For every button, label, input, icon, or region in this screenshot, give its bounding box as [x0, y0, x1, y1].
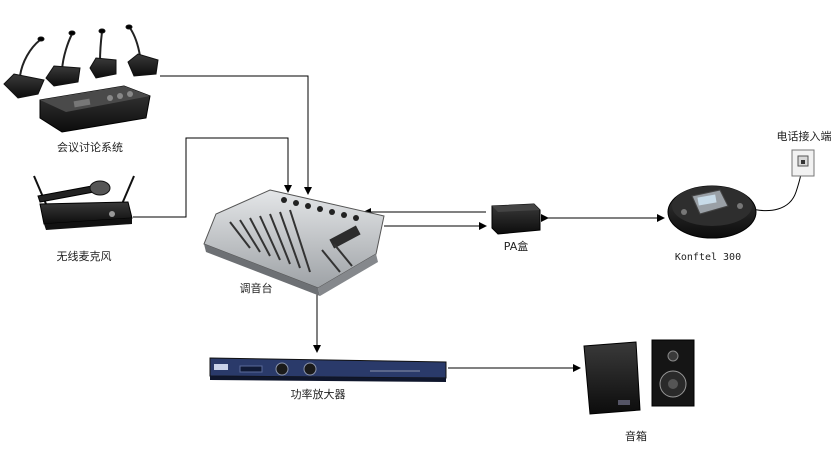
wireless-mic-icon: [33, 175, 135, 230]
amplifier-label: 功率放大器: [291, 387, 346, 401]
conference-system-icon: [3, 24, 159, 133]
conference-system-label: 会议讨论系统: [57, 140, 123, 154]
phone-jack-icon: [791, 149, 815, 177]
wire-mic-to-mixer: [133, 137, 292, 218]
speakers-label: 音箱: [625, 429, 647, 443]
amplifier-icon: [209, 357, 447, 382]
pa-box-label: PA盒: [504, 239, 528, 253]
connection-lines: [133, 75, 803, 372]
konftel-phone-icon: [667, 185, 757, 239]
pa-box-icon: [491, 203, 541, 235]
phone-jack-label: 电话接入端: [777, 130, 832, 143]
wire-conference-to-mixer: [160, 75, 312, 195]
speakers-icon: [583, 339, 695, 415]
wireless-mic-label: 无线麦克风: [57, 249, 112, 263]
konftel-label: Konftel 300: [675, 252, 741, 263]
mixer-label: 调音台: [240, 281, 273, 295]
mixer-icon: [203, 189, 385, 296]
